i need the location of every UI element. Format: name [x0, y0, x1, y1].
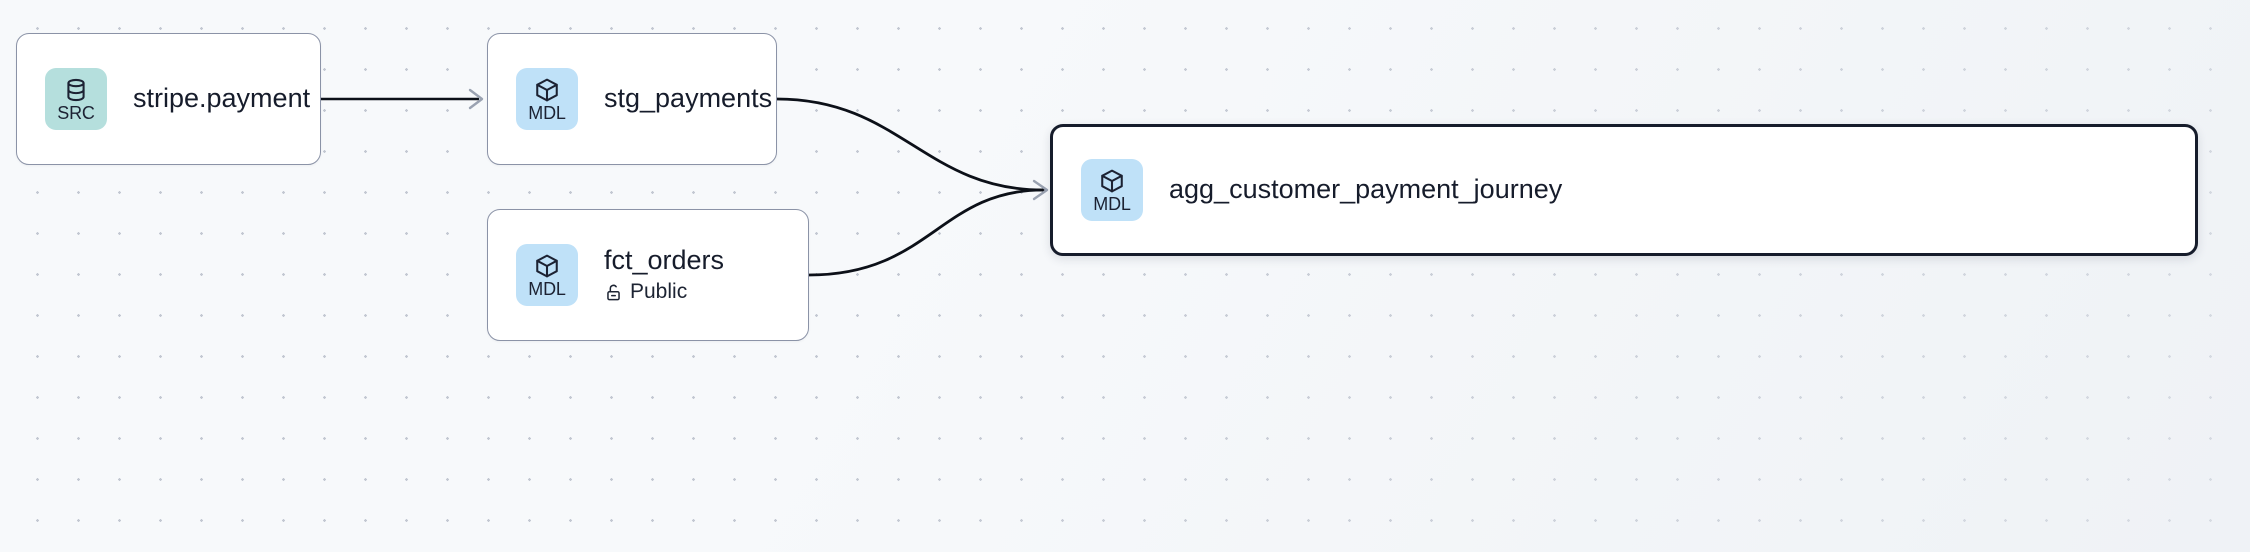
node-title: stripe.payment [133, 83, 311, 114]
node-type-badge: MDL [516, 68, 578, 130]
node-text-block: stripe.payment [133, 83, 311, 114]
node-type-badge-label: MDL [528, 102, 566, 123]
lineage-node-stripe-payment[interactable]: SRC stripe.payment [16, 33, 321, 165]
unlock-icon [604, 283, 623, 302]
edge-fct-orders-to-agg [807, 188, 1045, 277]
node-text-block: fct_orders Public [604, 244, 725, 305]
node-type-badge: SRC [45, 68, 107, 130]
edge-stripe-payment-to-stg-payments [321, 88, 484, 110]
node-text-block: agg_customer_payment_journey [1169, 174, 1563, 205]
edge-stg-payments-to-agg [775, 97, 1045, 192]
node-title: stg_payments [604, 83, 773, 114]
node-type-badge-label: SRC [57, 102, 95, 123]
node-text-block: stg_payments [604, 83, 773, 114]
cube-icon [534, 77, 560, 103]
database-icon [63, 77, 89, 103]
edge-arrowhead-icon [468, 88, 484, 110]
cube-icon [534, 253, 560, 279]
node-title: agg_customer_payment_journey [1169, 174, 1563, 205]
edge-arrowhead-icon [1032, 179, 1049, 201]
node-visibility-label: Public [630, 280, 688, 304]
node-type-badge-label: MDL [1093, 193, 1131, 214]
node-type-badge: MDL [1081, 159, 1143, 221]
node-visibility: Public [604, 280, 724, 304]
node-title: fct_orders [604, 244, 725, 275]
lineage-node-fct-orders[interactable]: MDL fct_orders Public [487, 209, 809, 341]
node-type-badge: MDL [516, 244, 578, 306]
lineage-node-agg-customer-payment-journey[interactable]: MDL agg_customer_payment_journey [1050, 124, 2198, 256]
lineage-node-stg-payments[interactable]: MDL stg_payments [487, 33, 777, 165]
cube-icon [1099, 168, 1125, 194]
node-type-badge-label: MDL [528, 278, 566, 299]
